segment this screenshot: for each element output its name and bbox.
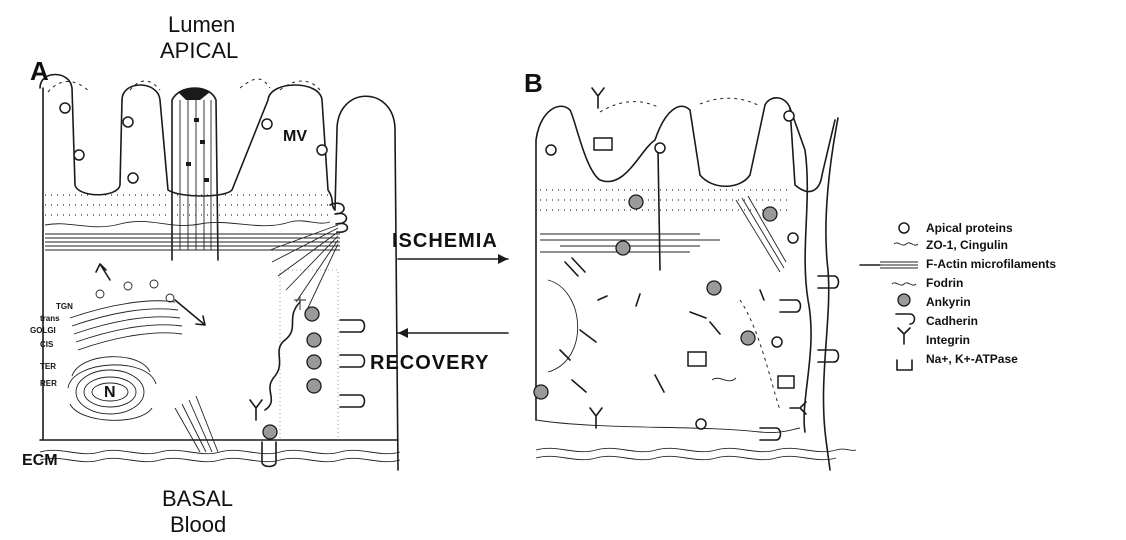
panel-b-label: B	[524, 68, 543, 99]
legend-item-integrin: Integrin	[926, 331, 1122, 350]
legend-item-zo1-cingulin: ZO-1, Cingulin	[926, 236, 1122, 255]
golgi-stack	[70, 280, 182, 350]
apical-protein-icon	[899, 223, 909, 233]
ecm-layer	[40, 450, 400, 461]
legend-item-na-k-atpase: Na+, K+-ATPase	[926, 350, 1122, 369]
legend-item-ankyrin: Ankyrin	[926, 293, 1122, 312]
ecm-label: ECM	[22, 452, 58, 470]
legend-item-fodrin: Fodrin	[926, 274, 1122, 293]
panel-a-apical-membrane	[40, 75, 398, 471]
rer-label: RER	[40, 379, 57, 388]
f-actin-icon	[860, 262, 918, 268]
tgn-label: TGN	[56, 302, 73, 311]
fodrin-icon	[892, 283, 916, 285]
zo1-cingulin-icon	[894, 243, 918, 245]
ischemia-arrow	[398, 254, 508, 264]
legend-item-cadherin: Cadherin	[926, 312, 1122, 331]
lumen-label: Lumen	[168, 12, 235, 38]
cadherin-icon	[896, 314, 915, 324]
na-k-atpase-icon	[897, 360, 912, 370]
nucleus-label: N	[104, 384, 116, 402]
recovery-arrow	[398, 328, 508, 338]
legend-item-f-actin: F-Actin microfilaments	[926, 255, 1122, 274]
mv-label: MV	[283, 128, 307, 146]
cis-label: CIS	[40, 340, 53, 349]
integrin-icon	[898, 328, 910, 344]
recovery-label: RECOVERY	[370, 352, 490, 375]
legend-icons	[860, 223, 918, 370]
trans-label: trans	[40, 314, 60, 323]
ter-label: TER	[40, 362, 56, 371]
panel-a-actin-belt	[45, 234, 340, 250]
ankyrin-icon	[898, 294, 910, 306]
apical-label: APICAL	[160, 38, 238, 64]
legend-item-apical-proteins: Apical proteins	[926, 220, 1122, 236]
ischemia-label: ISCHEMIA	[392, 230, 498, 253]
basal-label: BASAL	[162, 486, 233, 512]
panel-a-label: A	[30, 56, 49, 87]
panel-a-lateral-network	[262, 270, 365, 467]
panel-b-apical-membrane	[536, 98, 835, 420]
golgi-label: GOLGI	[30, 326, 56, 335]
blood-label: Blood	[170, 512, 226, 538]
legend: Apical proteins ZO-1, Cingulin F-Actin m…	[926, 220, 1122, 369]
